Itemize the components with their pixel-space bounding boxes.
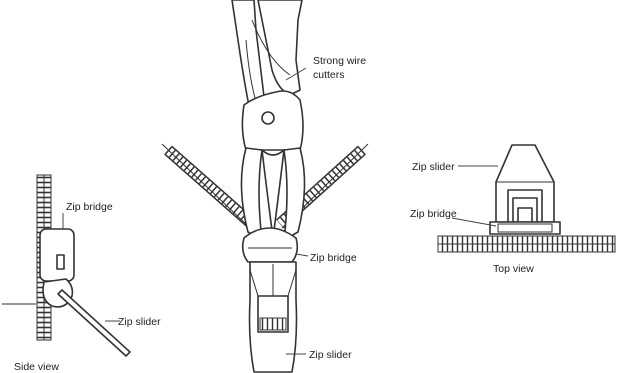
label-zip-slider-top: Zip slider [412, 161, 455, 173]
label-cutters-line1: Strong wire [313, 55, 366, 67]
top-view-group [438, 145, 615, 252]
label-zip-bridge-center: Zip bridge [310, 252, 357, 264]
label-zip-slider-side: Zip slider [118, 316, 161, 328]
label-top-view: Top view [493, 263, 534, 275]
cutter-jaw-left [241, 148, 262, 240]
cutter-jaw-right [284, 148, 305, 240]
label-zip-slider-center: Zip slider [309, 349, 352, 361]
label-side-view: Side view [14, 361, 59, 373]
zip-tape-left [162, 144, 252, 228]
zip-bridge-center [243, 228, 298, 262]
cutter-pivot [262, 112, 274, 124]
label-cutters-line2: cutters [313, 69, 345, 81]
label-zip-bridge-side: Zip bridge [66, 201, 113, 213]
label-zip-bridge-top: Zip bridge [410, 208, 457, 220]
cutter-handle-right [258, 0, 302, 95]
